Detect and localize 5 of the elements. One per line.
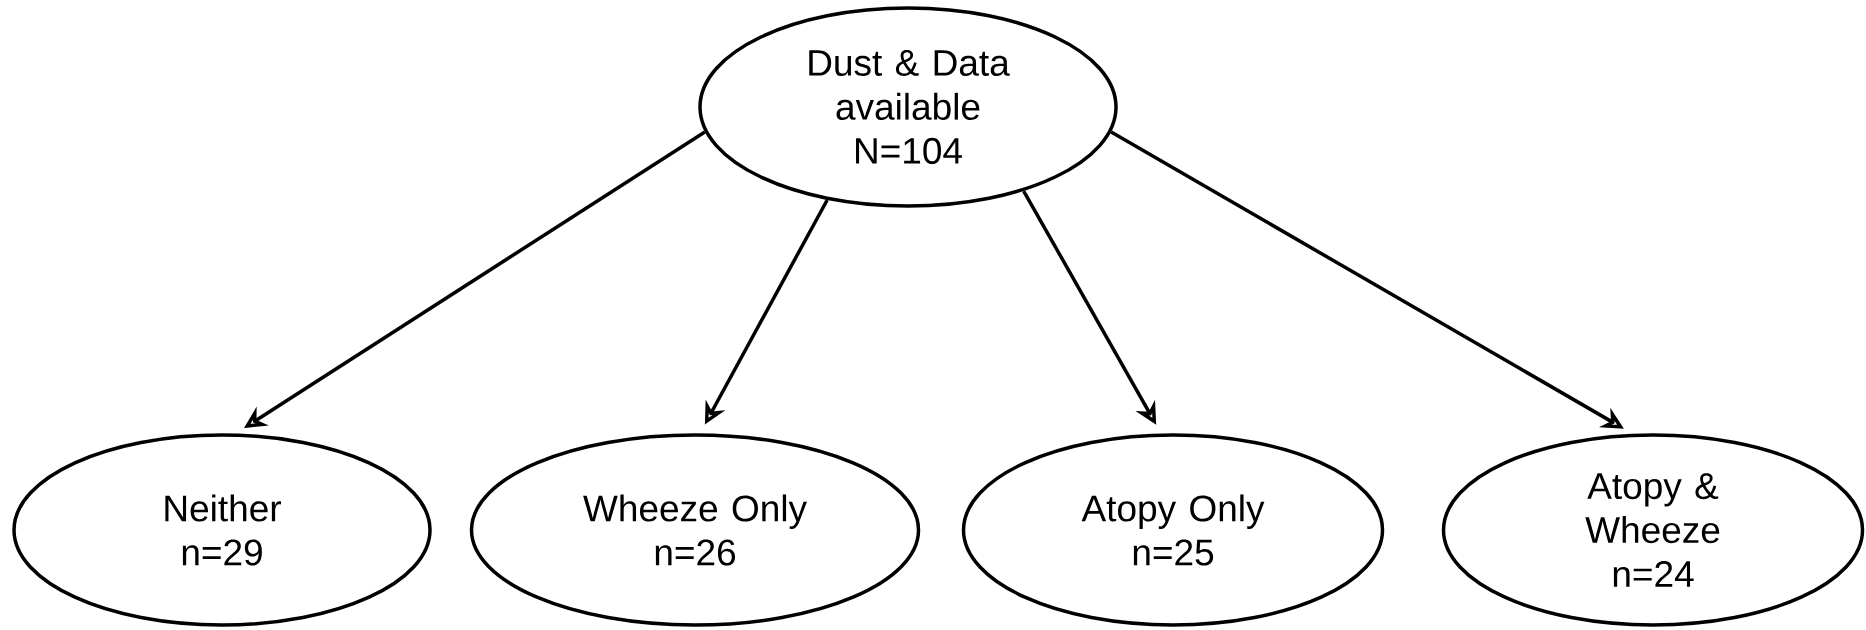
ellipse-node: Wheeze Only n=26 [469, 433, 921, 627]
ellipse-node: Dust & Data available N=104 [698, 6, 1118, 208]
ellipse-node: Atopy Only n=25 [961, 433, 1385, 627]
ellipse-node: Atopy & Wheeze n=24 [1441, 433, 1865, 627]
ellipse-node: Neither n=29 [12, 433, 432, 627]
